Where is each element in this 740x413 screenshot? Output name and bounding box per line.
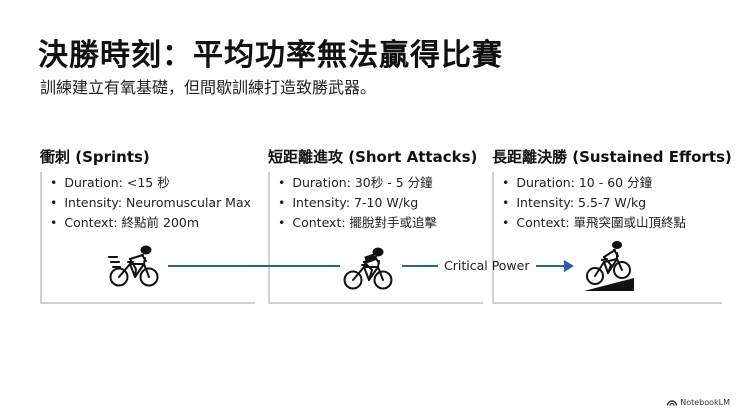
- list-item: Duration: 10 - 60 分鐘: [502, 173, 686, 193]
- column-title: 長距離決勝 (Sustained Efforts): [492, 148, 732, 166]
- list-item: Context: 單飛突圍或山頂終點: [502, 213, 686, 233]
- column-divider: [268, 172, 270, 304]
- list-item: Context: 終點前 200m: [50, 213, 251, 233]
- brand-label: NotebookLM: [680, 398, 730, 407]
- notebooklm-logo-icon: [667, 400, 678, 406]
- column-short-attacks: 短距離進攻 (Short Attacks) Duration: 30秒 - 5 …: [268, 146, 493, 304]
- climbing-cyclist-icon: [584, 241, 634, 291]
- flow-line: [536, 265, 566, 267]
- column-title: 衝刺 (Sprints): [40, 148, 150, 166]
- sprinting-cyclist-icon: [108, 245, 159, 287]
- list-item: Intensity: 7-10 W/kg: [278, 193, 437, 213]
- column-title: 短距離進攻 (Short Attacks): [268, 148, 478, 166]
- list-item: Duration: 30秒 - 5 分鐘: [278, 173, 437, 193]
- list-item: Context: 擺脫對手或追擊: [278, 213, 437, 233]
- column-sustained-efforts: 長距離決勝 (Sustained Efforts) Duration: 10 -…: [492, 146, 732, 304]
- bullet-list: Duration: 30秒 - 5 分鐘 Intensity: 7-10 W/k…: [278, 173, 437, 233]
- critical-power-label: Critical Power: [444, 258, 530, 273]
- column-divider: [40, 172, 42, 304]
- page-subtitle: 訓練建立有氧基礎，但間歇訓練打造致勝武器。: [40, 78, 377, 97]
- bullet-list: Duration: <15 秒 Intensity: Neuromuscular…: [50, 173, 251, 233]
- flow-line: [168, 265, 340, 267]
- column-divider: [492, 302, 722, 304]
- flow-line: [402, 265, 438, 267]
- column-sprints: 衝刺 (Sprints) Duration: <15 秒 Intensity: …: [40, 146, 265, 304]
- bullet-list: Duration: 10 - 60 分鐘 Intensity: 5.5-7 W/…: [502, 173, 686, 233]
- column-divider: [268, 302, 483, 304]
- column-divider: [492, 172, 494, 304]
- arrow-head-icon: [564, 260, 574, 272]
- attacking-cyclist-icon: [343, 247, 393, 290]
- list-item: Intensity: 5.5-7 W/kg: [502, 193, 686, 213]
- list-item: Intensity: Neuromuscular Max: [50, 193, 251, 213]
- page-title: 決勝時刻：平均功率無法贏得比賽: [38, 38, 503, 73]
- list-item: Duration: <15 秒: [50, 173, 251, 193]
- brand-watermark: NotebookLM: [667, 398, 730, 407]
- column-divider: [40, 302, 255, 304]
